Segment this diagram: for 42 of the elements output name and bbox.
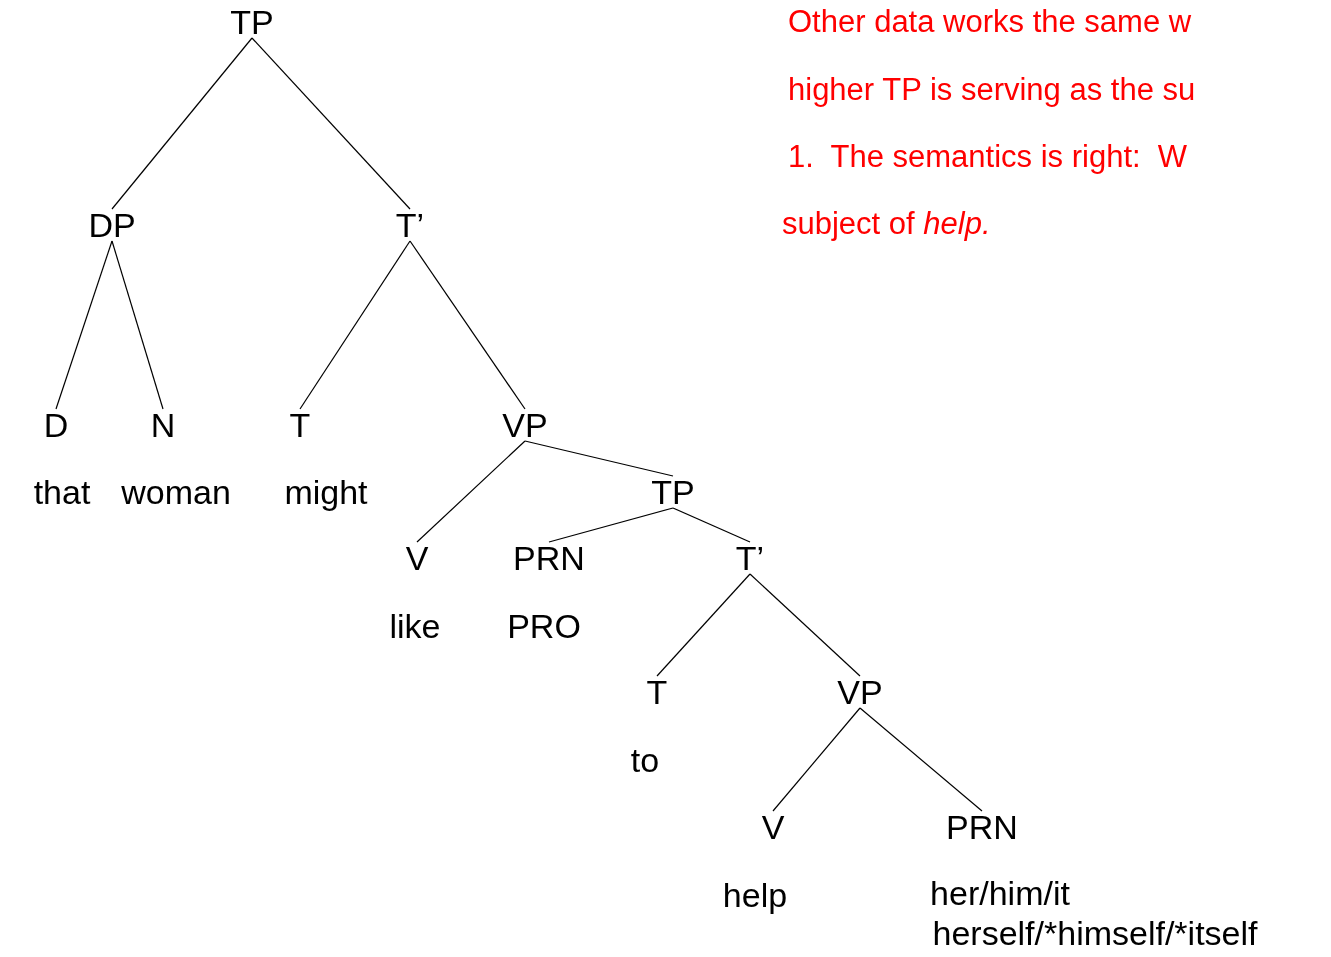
tree-branch xyxy=(524,440,674,477)
tree-branch xyxy=(656,573,751,677)
category-label: DP xyxy=(88,206,136,244)
word-label: might xyxy=(284,473,368,511)
tree-branch xyxy=(55,240,113,410)
tree-branch xyxy=(111,240,164,410)
note-text: subject of help. xyxy=(782,206,991,242)
tree-branch xyxy=(772,707,861,812)
word-label: woman xyxy=(121,473,231,511)
category-label: PRN xyxy=(946,808,1018,846)
category-label: TP xyxy=(230,3,274,41)
category-label: T xyxy=(289,406,311,444)
category-label: PRN xyxy=(513,539,585,577)
word-label: herself/*himself/*itself xyxy=(932,914,1258,952)
category-label: TP xyxy=(651,473,695,511)
category-label: N xyxy=(150,406,176,444)
tree-branch xyxy=(416,440,526,543)
word-label: help xyxy=(722,876,788,914)
tree-branch xyxy=(672,507,751,543)
category-label: T xyxy=(646,673,668,711)
category-label: V xyxy=(761,808,785,846)
category-label: VP xyxy=(502,406,548,444)
category-label: D xyxy=(43,406,69,444)
tree-branch xyxy=(409,240,526,410)
word-label: her/him/it xyxy=(930,874,1070,912)
word-label: like xyxy=(389,607,441,645)
note-text: 1. The semantics is right: W xyxy=(788,139,1188,175)
tree-branch xyxy=(299,240,411,410)
word-label: to xyxy=(630,741,660,779)
word-label: that xyxy=(33,473,91,511)
category-label: V xyxy=(405,539,429,577)
tree-branch xyxy=(111,37,253,210)
category-label: T’ xyxy=(735,539,765,577)
word-label: PRO xyxy=(507,607,581,645)
note-text: higher TP is serving as the su xyxy=(788,72,1196,108)
category-label: VP xyxy=(837,673,883,711)
tree-branch xyxy=(548,507,674,543)
tree-branch xyxy=(749,573,861,677)
tree-branch xyxy=(251,37,411,210)
category-label: T’ xyxy=(395,206,425,244)
note-text: Other data works the same w xyxy=(788,4,1192,40)
tree-branch xyxy=(859,707,983,812)
